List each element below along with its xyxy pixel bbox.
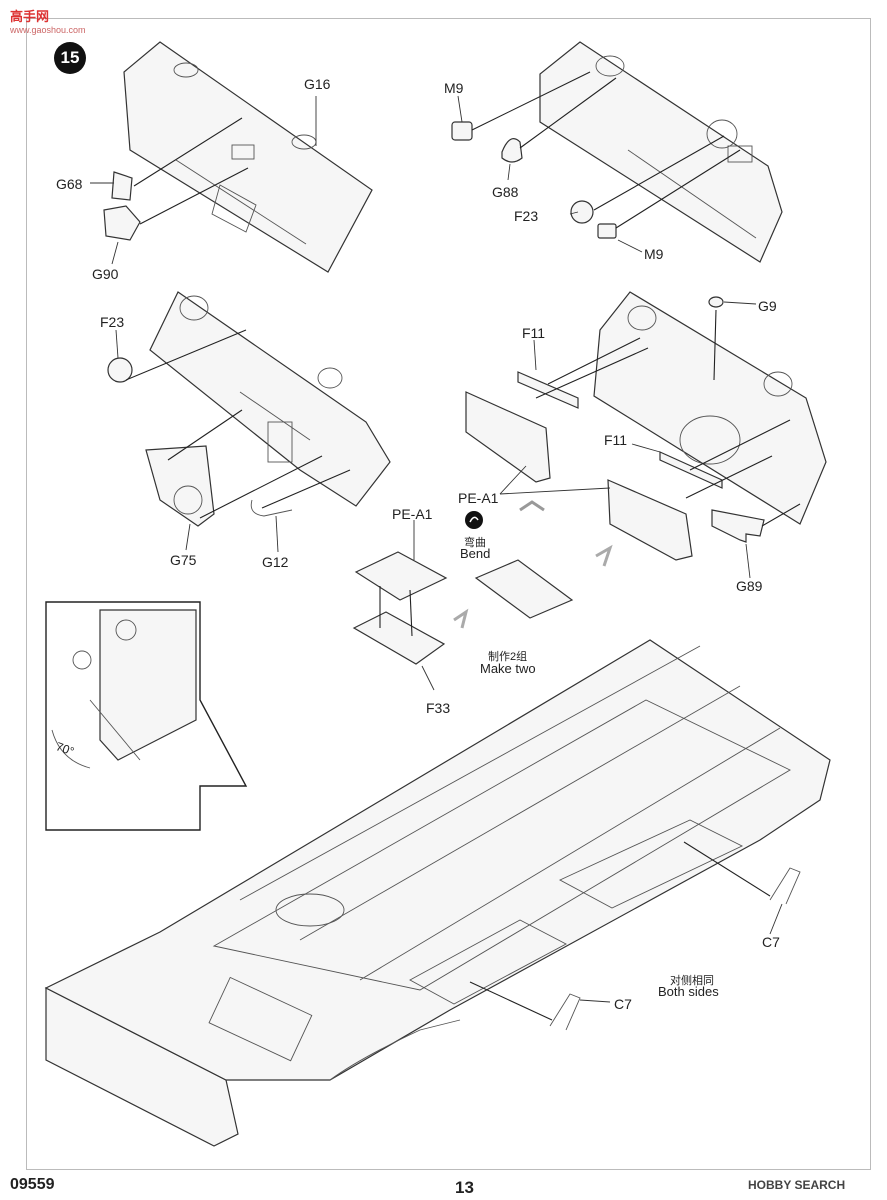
label-m9-bottom: M9 xyxy=(644,246,664,262)
label-pea1-right: PE-A1 xyxy=(458,490,499,506)
direction-arrow-icon xyxy=(519,500,545,512)
watermark-logo-text: 高手网 xyxy=(10,9,50,24)
part-f23-top-drawing xyxy=(570,200,594,224)
part-f11-top-drawing xyxy=(517,371,579,409)
part-pea1-center-drawing xyxy=(354,551,448,601)
side-panel-right-middle xyxy=(593,291,827,525)
label-m9-top: M9 xyxy=(444,80,464,96)
label-g75: G75 xyxy=(170,552,197,568)
page-number: 13 xyxy=(455,1178,474,1197)
part-f33-drawing xyxy=(352,611,446,665)
kit-code: 09559 xyxy=(10,1176,55,1193)
part-g68-drawing xyxy=(111,171,133,201)
side-panel-right-top xyxy=(539,41,783,263)
label-g16: G16 xyxy=(304,76,331,92)
direction-arrow-icon xyxy=(595,544,613,567)
part-pea1-left-drawing xyxy=(465,391,551,483)
page-frame xyxy=(26,18,871,1170)
label-g12: G12 xyxy=(262,554,289,570)
step-number-badge: 15 xyxy=(54,42,86,74)
label-f33: F33 xyxy=(426,700,451,716)
label-g90: G90 xyxy=(92,266,119,282)
part-g89-drawing xyxy=(711,509,765,543)
note-both-cn: 对侧相同 xyxy=(670,975,714,987)
part-c7-right-drawing xyxy=(769,867,801,905)
watermark-url: www.gaoshou.com xyxy=(10,25,86,35)
label-g68: G68 xyxy=(56,176,83,192)
direction-arrow-icon xyxy=(453,608,469,629)
note-maketwo-cn: 制作2组 xyxy=(488,651,528,663)
label-g89: G89 xyxy=(736,578,763,594)
part-g90-drawing xyxy=(103,205,141,241)
hull-chassis xyxy=(44,639,831,1147)
note-maketwo-en: Make two xyxy=(480,661,536,676)
bend-icon xyxy=(465,511,483,529)
part-m9-bottom-drawing xyxy=(597,223,617,239)
label-pea1-center: PE-A1 xyxy=(392,506,433,522)
note-bend-en: Bend xyxy=(460,546,491,561)
label-f23-top: F23 xyxy=(514,208,539,224)
note-both-en: Both sides xyxy=(658,984,719,999)
part-pea1-right-drawing xyxy=(607,479,693,561)
label-f11-top: F11 xyxy=(522,325,546,341)
part-g88-drawing xyxy=(501,138,523,163)
watermark-logo: 高手网 www.gaoshou.com xyxy=(10,6,86,35)
label-f11-mid: F11 xyxy=(604,432,628,448)
label-g9: G9 xyxy=(758,298,777,314)
note-bend-cn: 弯曲 xyxy=(464,537,486,549)
part-f23-left-drawing xyxy=(107,357,133,383)
label-f23-left: F23 xyxy=(100,314,125,330)
label-c7-right: C7 xyxy=(762,934,780,950)
part-c7-left-drawing xyxy=(549,993,581,1031)
part-g12-drawing xyxy=(250,499,293,517)
label-g88: G88 xyxy=(492,184,519,200)
inset-detail xyxy=(45,601,248,831)
hobby-search-watermark: HOBBY SEARCH xyxy=(748,1178,846,1192)
part-pea1-bent-drawing xyxy=(474,559,574,619)
part-g9-drawing xyxy=(708,296,724,308)
part-m9-top-drawing xyxy=(451,121,473,141)
label-c7-left: C7 xyxy=(614,996,632,1012)
part-g75-drawing xyxy=(145,445,215,527)
side-panel-g16 xyxy=(123,41,373,273)
